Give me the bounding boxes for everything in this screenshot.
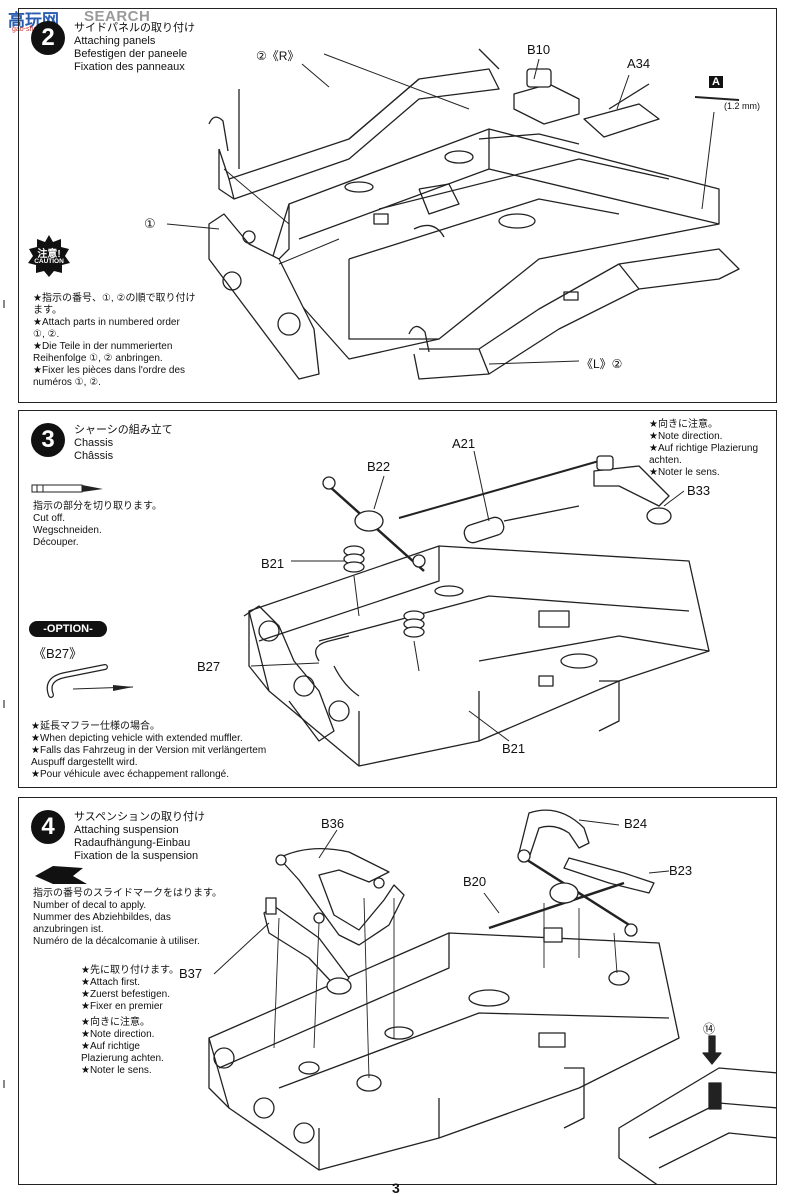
extended-muffler-icon	[46, 664, 134, 698]
note-line: 指示の部分を切り取ります。	[33, 501, 162, 512]
note-line: numéros ①, ②.	[33, 377, 101, 388]
note-line: achten.	[649, 455, 682, 466]
note-line: Reihenfolge ①, ② anbringen.	[33, 353, 163, 364]
chassis-panels-drawing	[166, 48, 740, 380]
label-l-panel: 《L》②	[581, 357, 623, 371]
step-3-panel: 3 シャーシの組み立て Chassis Châssis 指示の部分を切り取ります…	[18, 410, 777, 788]
note-line: ①, ②.	[33, 329, 60, 340]
label-a-size: (1.2 mm)	[724, 101, 760, 111]
cutter-icon	[31, 484, 103, 493]
note-line: Nummer des Abziehbildes, das	[33, 912, 171, 923]
step-4-panel: 4 サスペンションの取り付け Attaching suspension Rada…	[18, 797, 777, 1185]
direction-note: ★向きに注意。 ★Note direction. ★Auf richtige P…	[81, 1017, 164, 1077]
label-b27: B27	[197, 659, 221, 674]
label-b24: B24	[624, 816, 648, 831]
label-b20: B20	[463, 874, 487, 889]
note-line: ★Noter le sens.	[81, 1065, 152, 1076]
caution-note: ★指示の番号、①, ②の順で取り付け ます。 ★Attach parts in …	[33, 293, 195, 389]
label-b10: B10	[527, 42, 551, 57]
label-b33: B33	[687, 483, 711, 498]
direction-note: ★向きに注意。 ★Note direction. ★Auf richtige P…	[649, 419, 758, 479]
caution-en: CAUTION	[34, 258, 64, 265]
note-line: Number of decal to apply.	[33, 900, 147, 911]
margin-tick	[3, 300, 5, 308]
title-jp: シャーシの組み立て	[74, 424, 173, 436]
note-line: ★向きに注意。	[649, 419, 718, 430]
label-b21-top: B21	[261, 556, 285, 571]
note-line: Numéro de la décalcomanie à utiliser.	[33, 936, 200, 947]
note-line: ★Fixer en premier	[81, 1001, 163, 1012]
page-number: 3	[392, 1180, 400, 1196]
note-line: anzubringen ist.	[33, 924, 104, 935]
label-a34: A34	[627, 56, 651, 71]
step-number: 3	[31, 423, 65, 457]
note-line: ★Noter le sens.	[649, 467, 720, 478]
title-fr: Fixation de la suspension	[74, 850, 199, 862]
option-badge: -OPTION-	[29, 621, 107, 637]
step-3-title: シャーシの組み立て Chassis Châssis	[74, 424, 173, 463]
title-de: Radaufhängung-Einbau	[74, 837, 191, 849]
title-en: Chassis	[74, 437, 114, 449]
label-r-panel: ②《R》	[256, 49, 300, 63]
label-a: A	[709, 76, 723, 88]
title-jp: サスペンションの取り付け	[74, 811, 206, 823]
caution-jp: 注意!	[37, 249, 61, 260]
label-b36: B36	[321, 816, 345, 831]
label-part-1: ①	[144, 216, 156, 231]
margin-tick	[3, 1080, 5, 1088]
title-en: Attaching suspension	[74, 824, 179, 836]
caution-badge: 注意! CAUTION	[27, 234, 71, 278]
note-line: ★Note direction.	[81, 1029, 155, 1040]
title-fr: Châssis	[74, 450, 114, 462]
note-line: ★Fixer les pièces dans l'ordre des	[33, 365, 186, 376]
label-b23: B23	[669, 863, 693, 878]
step-4-title: サスペンションの取り付け Attaching suspension Radauf…	[74, 811, 205, 863]
note-line: Cut off.	[33, 513, 66, 524]
note-line: Auspuff dargestellt wird.	[31, 757, 138, 768]
chassis-assembly-drawing	[243, 450, 710, 767]
note-line: ます。	[33, 305, 62, 316]
note-line: ★Note direction.	[649, 431, 723, 442]
decal-slide-icon	[35, 866, 87, 884]
suspension-drawing	[208, 809, 776, 1184]
note-line: Découper.	[33, 537, 79, 548]
label-decal-14: ⑭	[703, 1022, 716, 1036]
step-number: 4	[31, 810, 65, 844]
note-line: ★Attach parts in numbered order	[33, 317, 180, 328]
title-fr: Fixation des panneaux	[74, 61, 185, 73]
note-line: ★Die Teile in der nummerierten	[33, 341, 173, 352]
note-line: 指示の番号のスライドマークをはります。	[33, 888, 222, 899]
step-2-title: サイドパネルの取り付け Attaching panels Befestigen …	[74, 22, 195, 74]
note-line: ★Falls das Fahrzeug in der Version mit v…	[31, 745, 267, 756]
note-line: ★Auf richtige Plazierung	[649, 443, 759, 454]
step-2-panel: 2 サイドパネルの取り付け Attaching panels Befestige…	[18, 8, 777, 403]
note-line: Wegschneiden.	[33, 525, 102, 536]
label-b22: B22	[367, 459, 391, 474]
note-line: ★When depicting vehicle with extended mu…	[31, 733, 243, 744]
title-de: Befestigen der paneele	[74, 48, 188, 60]
note-line: ★指示の番号、①, ②の順で取り付け	[33, 293, 196, 304]
note-line: ★Auf richtige	[81, 1041, 140, 1052]
note-line: ★向きに注意。	[81, 1017, 150, 1028]
watermark-text: SEARCH	[84, 8, 151, 25]
label-b37: B37	[179, 966, 203, 981]
margin-tick	[3, 700, 5, 708]
note-line: ★Attach first.	[81, 977, 140, 988]
title-en: Attaching panels	[74, 35, 156, 47]
note-line: Plazierung achten.	[81, 1053, 164, 1064]
decal-note: 指示の番号のスライドマークをはります。 Number of decal to a…	[33, 888, 222, 948]
option-note: ★延長マフラー仕様の場合。 ★When depicting vehicle wi…	[31, 721, 266, 781]
note-line: ★Pour véhicule avec échappement rallongé…	[31, 769, 229, 780]
title-jp: サイドパネルの取り付け	[74, 22, 195, 34]
attach-first-note: ★先に取り付けます。 ★Attach first. ★Zuerst befest…	[81, 965, 179, 1013]
note-line: ★延長マフラー仕様の場合。	[31, 721, 160, 732]
label-b21-bottom: B21	[502, 741, 526, 756]
note-line: ★Zuerst befestigen.	[81, 989, 171, 1000]
option-part-label: 《B27》	[33, 646, 83, 661]
cut-note: 指示の部分を切り取ります。 Cut off. Wegschneiden. Déc…	[33, 501, 162, 549]
step-number: 2	[31, 21, 65, 55]
label-a21: A21	[452, 436, 476, 451]
note-line: ★先に取り付けます。	[81, 965, 179, 976]
caution-icon	[28, 235, 70, 277]
